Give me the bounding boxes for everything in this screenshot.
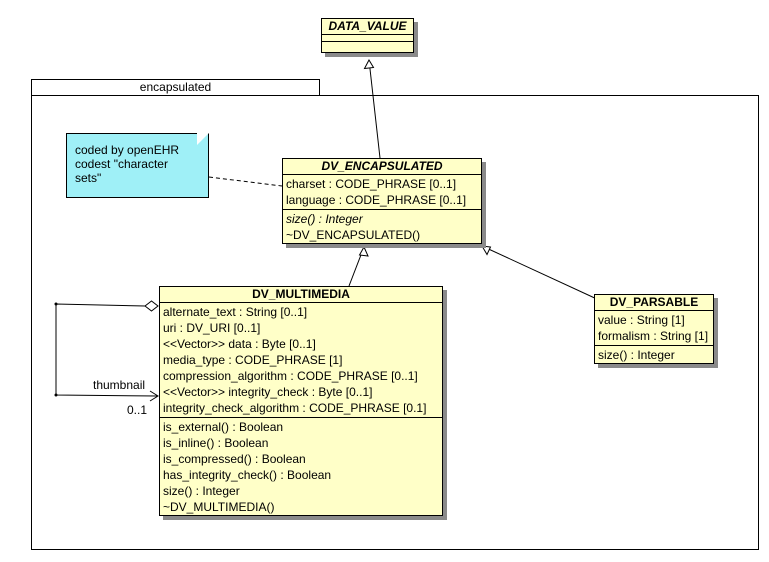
package-name: encapsulated: [139, 80, 212, 94]
class-name: DV_MULTIMEDIA: [160, 287, 442, 303]
package-frame: [31, 95, 759, 550]
operations-section: size() : Integer: [595, 346, 713, 364]
class-dv-multimedia[interactable]: DV_MULTIMEDIA alternate_text : String [0…: [159, 286, 443, 516]
note[interactable]: coded by openEHR codest "character sets": [66, 133, 209, 198]
generalization-parsable-to-encapsulated: [481, 245, 600, 301]
class-name: DV_ENCAPSULATED: [283, 159, 481, 175]
operation: ~DV_ENCAPSULATED(): [286, 228, 421, 242]
attribute: formalism : String [1]: [598, 329, 709, 343]
operation: is_compressed() : Boolean: [163, 452, 306, 466]
note-anchor-line: [208, 176, 283, 187]
operation: is_external() : Boolean: [163, 420, 284, 434]
operations-section: size() : Integer ~DV_ENCAPSULATED(): [283, 210, 481, 244]
association-role-label: thumbnail: [93, 378, 146, 392]
attribute: <<Vector>> data : Byte [0..1]: [163, 337, 316, 351]
class-dv-parsable[interactable]: DV_PARSABLE value : String [1] formalism…: [594, 294, 714, 364]
operations-section: [322, 42, 413, 48]
attribute: <<Vector>> integrity_check : Byte [0..1]: [163, 385, 373, 399]
association-multiplicity-label: 0..1: [127, 403, 148, 417]
operations-section: is_external() : Boolean is_inline() : Bo…: [160, 418, 442, 516]
attributes-section: charset : CODE_PHRASE [0..1] language : …: [283, 175, 481, 210]
operation: has_integrity_check() : Boolean: [163, 468, 332, 482]
attributes-section: alternate_text : String [0..1] uri : DV_…: [160, 303, 442, 418]
attribute: charset : CODE_PHRASE [0..1]: [286, 177, 457, 191]
thumbnail-association: [55, 303, 158, 397]
class-name: DV_PARSABLE: [595, 295, 713, 311]
attribute: integrity_check_algorithm : CODE_PHRASE …: [163, 401, 427, 415]
package-tab: encapsulated: [31, 79, 320, 96]
attribute: language : CODE_PHRASE [0..1]: [286, 193, 467, 207]
class-name: DATA_VALUE: [322, 19, 413, 35]
class-dv-encapsulated[interactable]: DV_ENCAPSULATED charset : CODE_PHRASE [0…: [282, 158, 482, 244]
operation: ~DV_MULTIMEDIA(): [163, 500, 275, 514]
attribute: value : String [1]: [598, 313, 685, 327]
generalization-arrowhead: [481, 245, 492, 256]
attribute: compression_algorithm : CODE_PHRASE [0..…: [163, 369, 418, 383]
generalization-encapsulated-to-data-value: [368, 59, 381, 159]
aggregation-diamond: [144, 300, 159, 312]
class-data-value[interactable]: DATA_VALUE: [321, 18, 414, 53]
association-arrowhead: [149, 390, 159, 402]
operation: size() : Integer: [598, 348, 675, 362]
attributes-section: value : String [1] formalism : String [1…: [595, 311, 713, 346]
note-text: coded by openEHR codest "character sets": [75, 143, 180, 185]
operation: size() : Integer: [163, 484, 240, 498]
operation: size() : Integer: [286, 212, 363, 226]
attribute: uri : DV_URI [0..1]: [163, 321, 261, 335]
generalization-arrowhead: [358, 245, 369, 257]
attribute: media_type : CODE_PHRASE [1]: [163, 353, 343, 367]
attribute: alternate_text : String [0..1]: [163, 305, 308, 319]
operation: is_inline() : Boolean: [163, 436, 269, 450]
generalization-arrowhead: [363, 58, 375, 70]
attributes-section: [322, 35, 413, 42]
note-fold-corner: [197, 133, 209, 145]
